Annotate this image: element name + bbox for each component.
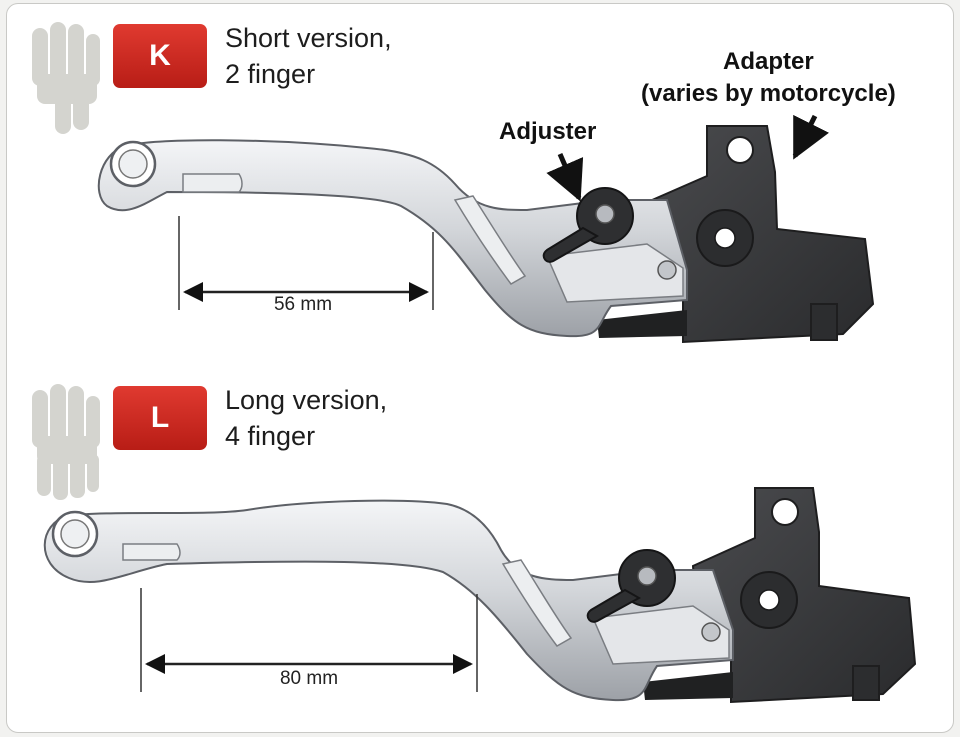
short-version-line2: 2 finger bbox=[225, 59, 316, 89]
long-adapter-body bbox=[691, 487, 917, 704]
long-version-label: Long version, 4 finger bbox=[225, 382, 387, 454]
hand-four-finger-icon bbox=[32, 384, 100, 500]
short-lever-illustration bbox=[97, 114, 875, 344]
long-lever-arm bbox=[43, 499, 734, 702]
long-lever-illustration bbox=[43, 487, 917, 704]
adapter-label-line2: (varies by motorcycle) bbox=[641, 80, 896, 107]
adapter-label: Adapter (varies by motorcycle) bbox=[641, 46, 896, 110]
short-adjuster-knob bbox=[542, 187, 677, 280]
long-dimension-label: 80 mm bbox=[279, 668, 339, 689]
long-adjuster-knob bbox=[586, 549, 721, 642]
short-version-line1: Short version, bbox=[225, 23, 392, 53]
short-dimension-label: 56 mm bbox=[273, 294, 333, 315]
adapter-arrow bbox=[792, 114, 829, 160]
hand-two-finger-icon bbox=[32, 22, 100, 134]
long-version-line2: 4 finger bbox=[225, 421, 316, 451]
short-version-badge: K bbox=[113, 24, 207, 88]
diagram-frame: K L Short version, 2 finger Long version… bbox=[6, 3, 954, 733]
long-version-badge: L bbox=[113, 386, 207, 450]
adjuster-arrow bbox=[546, 153, 584, 202]
diagram-canvas bbox=[32, 22, 917, 704]
adapter-label-line1: Adapter bbox=[723, 48, 814, 75]
adjuster-label: Adjuster bbox=[499, 118, 597, 145]
long-version-line1: Long version, bbox=[225, 385, 388, 415]
short-version-label: Short version, 2 finger bbox=[225, 20, 392, 92]
short-lever-arm bbox=[97, 139, 688, 338]
